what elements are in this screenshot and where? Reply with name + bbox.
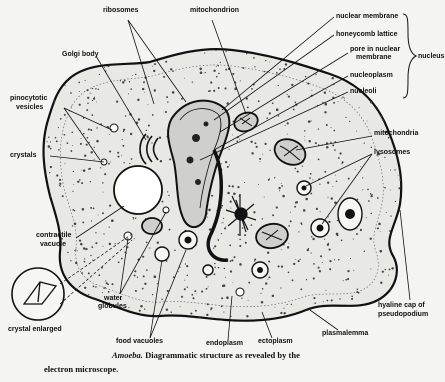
- label-nucleoplasm: nucleoplasm: [350, 72, 393, 79]
- label-golgi-body: Golgi body: [62, 51, 99, 58]
- label-ribosomes: ribosomes: [103, 7, 138, 14]
- label-food-vacuoles: food vacuoles: [116, 338, 163, 345]
- contractile-vacuole: [114, 166, 162, 214]
- label-pore-line1: pore in nuclear: [350, 46, 400, 53]
- label-pore-line2: membrane: [356, 54, 391, 61]
- label-pinocytotic-line2: vesicles: [16, 104, 43, 111]
- crystal-enlarged-inset: [12, 268, 64, 320]
- label-mitochondria: mitochondria: [374, 130, 418, 137]
- label-hyaline-line2: pseudopodium: [378, 311, 428, 318]
- label-nucleus: nucleus: [418, 53, 444, 60]
- label-honeycomb-lattice: honeycomb lattice: [336, 31, 397, 38]
- label-lysosomes: lysosomes: [374, 149, 410, 156]
- label-nucleoli: nucleoli: [350, 88, 376, 95]
- label-pinocytotic-line1: pinocytotic: [10, 95, 47, 102]
- label-mitochondrion: mitochondrion: [190, 7, 239, 14]
- label-crystal-enlarged: crystal enlarged: [8, 326, 62, 333]
- figure-caption-line1: Amoeba. Diagrammatic structure as reveal…: [112, 350, 300, 360]
- label-plasmalemma: plasmalemma: [322, 330, 368, 337]
- label-nuclear-membrane: nuclear membrane: [336, 13, 398, 20]
- label-contractile-line2: vacuole: [40, 241, 66, 248]
- figure-caption-line2: electron microscope.: [44, 364, 118, 374]
- label-endoplasm: endoplasm: [206, 340, 243, 347]
- label-water-line2: globules: [98, 303, 127, 310]
- label-hyaline-line1: hyaline cap of: [378, 302, 425, 309]
- caption-organism: Amoeba.: [112, 350, 143, 360]
- label-crystals: crystals: [10, 152, 36, 159]
- caption-text: Diagrammatic structure as revealed by th…: [145, 350, 300, 360]
- label-ectoplasm: ectoplasm: [258, 338, 293, 345]
- label-contractile-line1: contractile: [36, 232, 71, 239]
- label-water-line1: water: [104, 295, 122, 302]
